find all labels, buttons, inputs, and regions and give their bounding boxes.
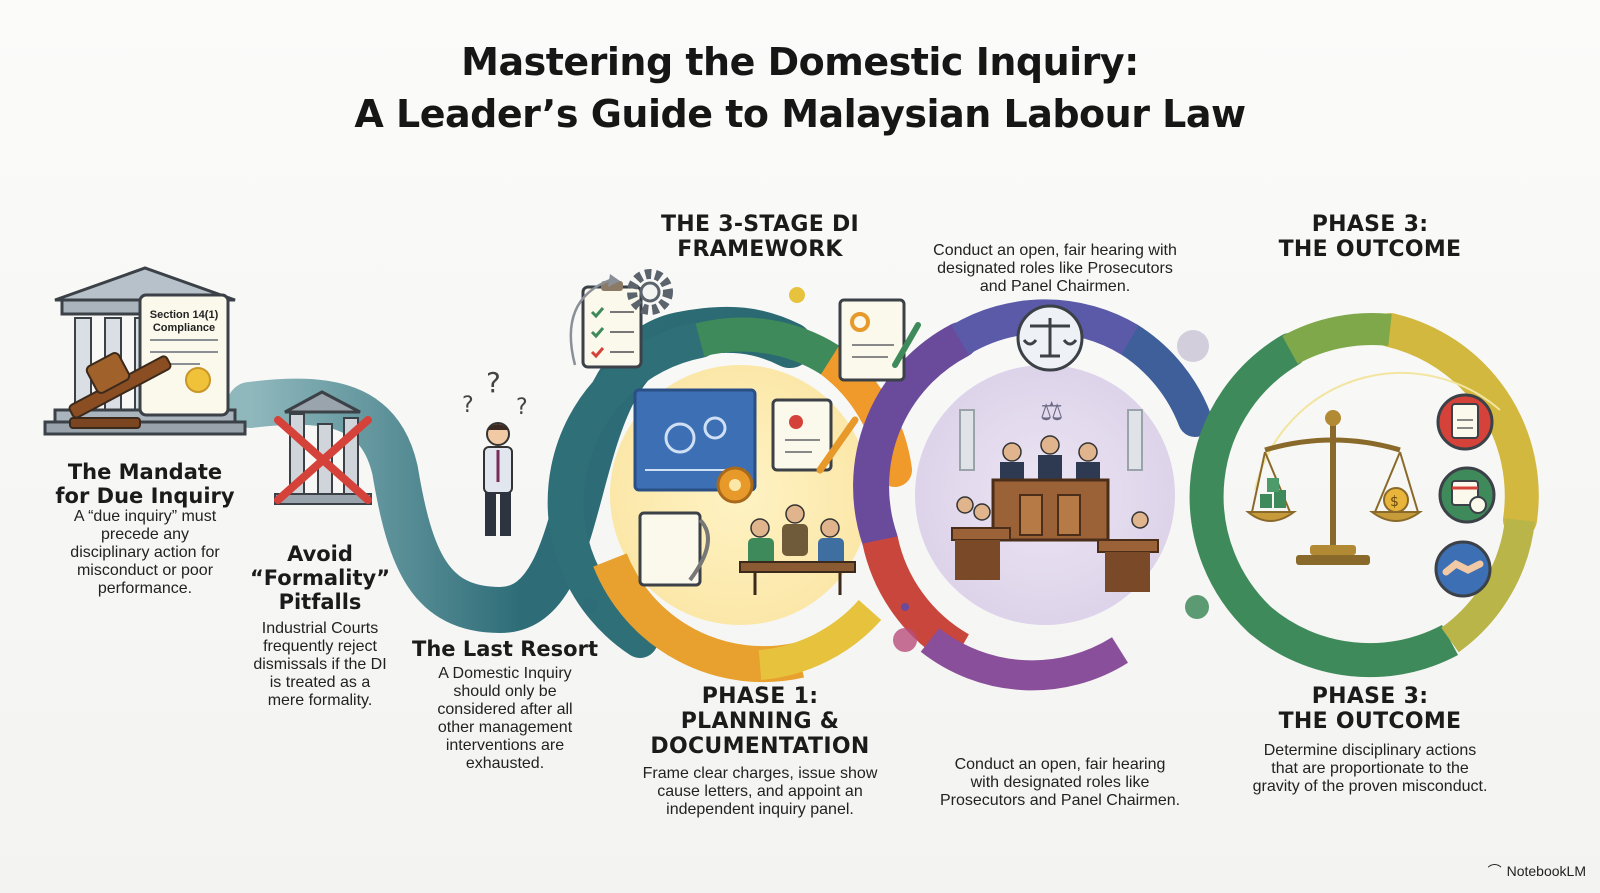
ring2-left-arc [853, 322, 978, 558]
ring3-top-arc [1282, 313, 1392, 365]
dot [901, 603, 909, 611]
cycle-arrow [569, 278, 611, 366]
brand-logo[interactable]: ⌒ NotebookLM [1488, 861, 1586, 881]
last-resort-heading: The Last Resort [412, 637, 598, 661]
ring3-left-arc [1189, 333, 1307, 637]
last-resort-block: The Last Resort A Domestic Inquiry shoul… [410, 637, 600, 773]
dot [789, 287, 805, 303]
ring2-bottom-arc [920, 628, 1128, 691]
handshake-icon [1434, 540, 1492, 598]
meeting-table-icon [739, 504, 856, 595]
gavel-icon [68, 352, 172, 429]
title-line-1: Mastering the Domestic Inquiry: [461, 40, 1139, 84]
pitfalls-heading-1: Avoid [287, 542, 353, 566]
document-gear-icon [838, 298, 921, 382]
section-badge-line2: Compliance [153, 322, 215, 334]
blueprint-icon [633, 388, 757, 504]
scroll-icon [138, 293, 230, 417]
svg-text:?: ? [486, 366, 501, 399]
ring3-right-arc [1373, 313, 1539, 537]
phase3-body: Determine disciplinary actions that are … [1252, 742, 1488, 795]
gear-icon [627, 269, 673, 315]
framework-heading: THE 3-STAGE DI FRAMEWORK [660, 212, 860, 262]
courtroom-icon: ⚖ [951, 397, 1159, 592]
notebooklm-icon: ⌒ [1487, 863, 1502, 879]
section-badge-line1: Section 14(1) [150, 309, 219, 321]
last-resort-body: A Domestic Inquiry should only be consid… [437, 665, 573, 772]
pitfalls-block: Avoid “Formality” Pitfalls Industrial Co… [245, 542, 395, 710]
ring1-top-arc [695, 317, 840, 375]
ring1-left-arc [547, 322, 718, 658]
phase1-block: PHASE 1: PLANNING & DOCUMENTATION Frame … [630, 684, 890, 819]
calendar-clock-icon [1438, 466, 1496, 524]
title-line-2: A Leader’s Guide to Malaysian Labour Law [354, 92, 1246, 136]
dot [582, 598, 598, 614]
svg-text:?: ? [516, 395, 528, 420]
cycle-arrow-head [608, 274, 620, 287]
mandate-block: The Mandate for Due Inquiry A “due inqui… [50, 460, 240, 598]
brand-label: NotebookLM [1506, 863, 1586, 879]
dot [1185, 595, 1209, 619]
quill-scroll-icon [638, 511, 710, 587]
phase1-body: Frame clear charges, issue show cause le… [642, 765, 878, 818]
mandate-heading-1: The Mandate [67, 460, 223, 484]
phase3-top-heading: PHASE 3: THE OUTCOME [1278, 212, 1462, 262]
mandate-heading-2: for Due Inquiry [55, 484, 235, 508]
ring1-bottom-arc-yellow [758, 599, 882, 680]
phase2-top-block: Conduct an open, fair hearing with desig… [933, 242, 1177, 295]
dot [1177, 330, 1209, 362]
svg-text:?: ? [462, 393, 474, 418]
pitfalls-heading-3: Pitfalls [278, 590, 362, 614]
page-title: Mastering the Domestic Inquiry: A Leader… [0, 36, 1600, 140]
ring3-bottom-arc [1249, 606, 1459, 678]
mandate-body: A “due inquiry” must precede any discipl… [70, 508, 220, 597]
phase3-block: PHASE 3: THE OUTCOME Determine disciplin… [1235, 684, 1505, 796]
document-icon [1436, 393, 1494, 451]
balance-scale-icon: $ [1245, 410, 1424, 565]
broken-pillar-icon [274, 390, 372, 505]
phase2-bottom-block: Conduct an open, fair hearing with desig… [939, 756, 1181, 809]
pitfalls-body: Industrial Courts frequently reject dism… [253, 620, 387, 709]
dot [893, 628, 917, 652]
svg-text:⚖: ⚖ [1040, 397, 1063, 427]
ring2-right-arc [1113, 323, 1212, 437]
svg-text:$: $ [1390, 494, 1399, 510]
scales-icon [1016, 304, 1084, 372]
document-pen-icon [771, 398, 859, 474]
clipboard-checklist-icon [581, 281, 643, 369]
confused-person-icon: ? ? ? [462, 366, 528, 536]
ring3-right-lower-arc [1441, 518, 1535, 653]
pitfalls-heading-2: “Formality” [249, 566, 391, 590]
